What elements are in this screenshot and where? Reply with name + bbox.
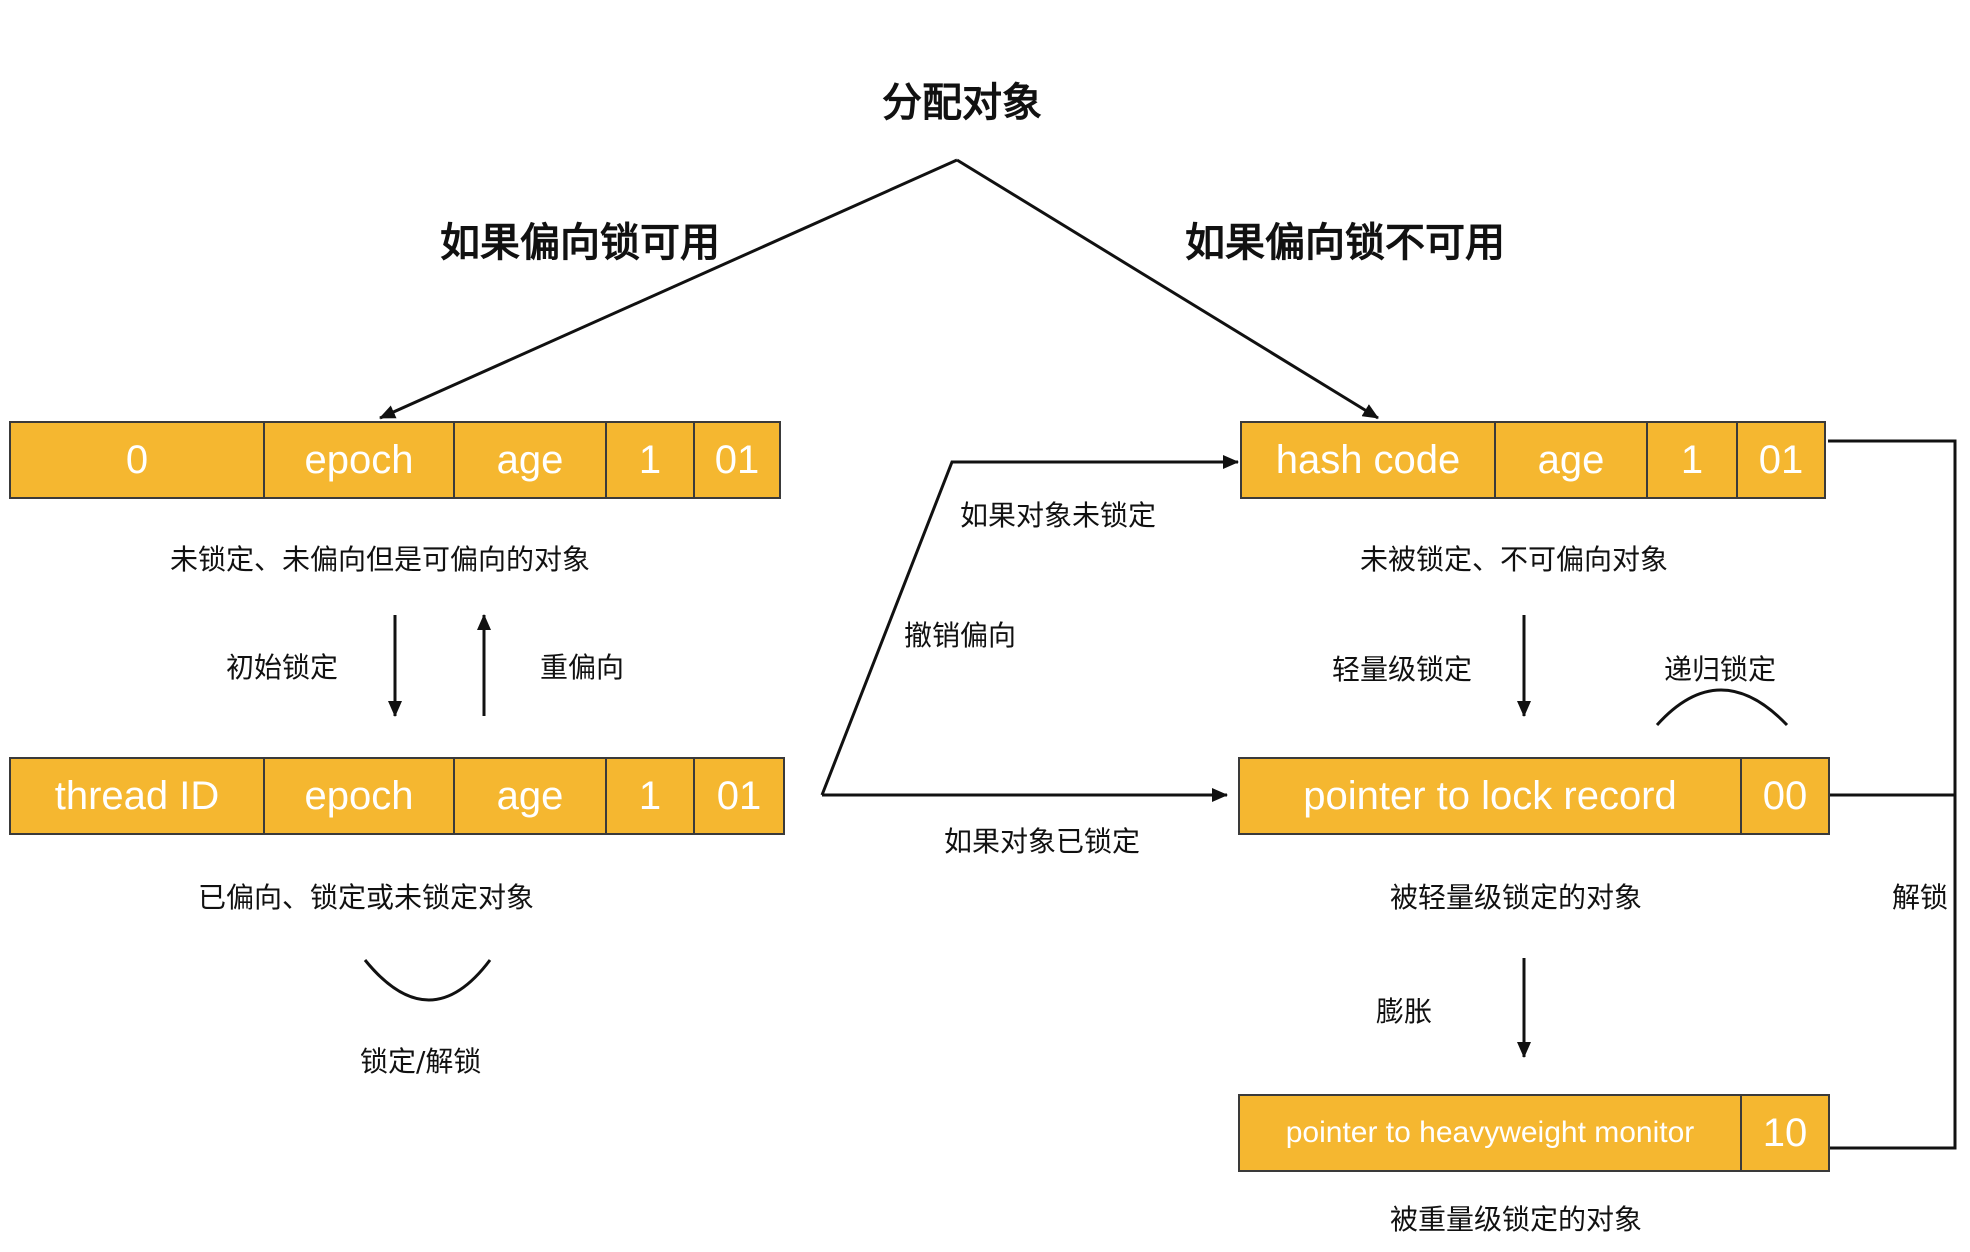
caption-unlocked-non-biasable: 未被锁定、不可偏向对象 xyxy=(1360,543,1669,576)
cell-biased-flag: 1 xyxy=(1646,421,1738,499)
cell-lock-bits: 01 xyxy=(693,757,785,835)
diagram-title: 分配对象 xyxy=(882,80,1042,126)
label-revoke-bias: 撤销偏向 xyxy=(904,619,1017,652)
cell-epoch: epoch xyxy=(263,757,455,835)
revoke-bias-path xyxy=(820,455,1239,796)
label-if-locked: 如果对象已锁定 xyxy=(944,825,1141,858)
cell-biased-flag: 1 xyxy=(605,757,695,835)
caption-unlocked-biasable: 未锁定、未偏向但是可偏向的对象 xyxy=(170,543,591,576)
caption-lightweight: 被轻量级锁定的对象 xyxy=(1390,881,1643,914)
cell-lock-bits: 00 xyxy=(1740,757,1830,835)
cell-lock-bits: 01 xyxy=(693,421,781,499)
cell-thread-id: thread ID xyxy=(9,757,265,835)
caption-biased: 已偏向、锁定或未锁定对象 xyxy=(198,881,535,914)
branch-biased-unavailable: 如果偏向锁不可用 xyxy=(1185,220,1505,266)
label-unlock: 解锁 xyxy=(1892,881,1949,914)
branch-biased-available: 如果偏向锁可用 xyxy=(440,220,720,266)
label-initial-lock: 初始锁定 xyxy=(226,651,339,684)
cell-pointer-lock-record: pointer to lock record xyxy=(1238,757,1742,835)
cell-pointer-heavyweight-monitor: pointer to heavyweight monitor xyxy=(1238,1094,1742,1172)
label-rebias: 重偏向 xyxy=(540,651,625,684)
row-unlocked-non-biasable: hash code age 1 01 xyxy=(1240,421,1826,499)
cell-zero: 0 xyxy=(9,421,265,499)
row-unlocked-biasable: 0 epoch age 1 01 xyxy=(9,421,781,499)
row-lightweight: pointer to lock record 00 xyxy=(1238,757,1830,835)
label-lock-unlock: 锁定/解锁 xyxy=(360,1045,482,1078)
label-recursive-lock: 递归锁定 xyxy=(1664,653,1777,686)
cell-hash-code: hash code xyxy=(1240,421,1496,499)
label-if-not-locked: 如果对象未锁定 xyxy=(960,499,1157,532)
cell-age: age xyxy=(453,757,607,835)
label-lightweight-lock: 轻量级锁定 xyxy=(1332,653,1473,686)
recursive-lock-arc xyxy=(1655,688,1789,727)
caption-heavyweight: 被重量级锁定的对象 xyxy=(1390,1203,1643,1236)
arrow-to-non-biasable xyxy=(956,158,1379,420)
cell-age: age xyxy=(453,421,607,499)
cell-lock-bits: 10 xyxy=(1740,1094,1830,1172)
cell-epoch: epoch xyxy=(263,421,455,499)
lock-unlock-loop xyxy=(363,959,492,1002)
arrow-to-biasable xyxy=(379,158,958,420)
row-biased: thread ID epoch age 1 01 xyxy=(9,757,785,835)
row-heavyweight: pointer to heavyweight monitor 10 xyxy=(1238,1094,1830,1172)
label-inflate: 膨胀 xyxy=(1376,995,1433,1028)
cell-biased-flag: 1 xyxy=(605,421,695,499)
cell-lock-bits: 01 xyxy=(1736,421,1826,499)
cell-age: age xyxy=(1494,421,1648,499)
